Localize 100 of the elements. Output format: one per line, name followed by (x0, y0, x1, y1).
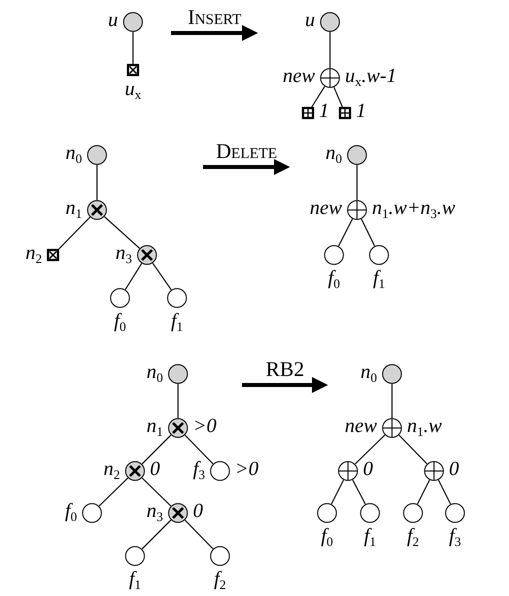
node-label: n$_{1}$ (146, 415, 163, 437)
node-label: new (310, 197, 342, 219)
connector-line (354, 434, 386, 464)
node-label: 0 (150, 458, 160, 480)
connector-line (391, 384, 393, 418)
node-label: f$_{3}$ (448, 525, 462, 547)
connector-line (352, 480, 366, 504)
node-label: n$_{0}$ (360, 361, 377, 383)
shaded-circle-node (320, 12, 340, 32)
shaded-circle-node (87, 145, 107, 165)
node-label: f$_{0}$ (114, 310, 126, 332)
operation-label: Insert (188, 5, 242, 29)
connector-line (398, 434, 428, 464)
connector-line (338, 218, 353, 246)
node-label: f$_{2}$ (214, 568, 226, 590)
plus-circle-node (382, 418, 402, 438)
operation-label: RB2 (266, 357, 304, 381)
crossed-square-node (47, 249, 59, 261)
connector-line (98, 478, 128, 506)
node-label: f$_{0}$ (328, 267, 340, 289)
connector-line (142, 520, 172, 550)
connector-line (329, 32, 331, 68)
crossed-circle-node (125, 461, 145, 481)
shaded-circle-node (382, 364, 402, 384)
shaded-circle-node (347, 145, 367, 165)
empty-circle-node (210, 461, 230, 481)
node-label: u (108, 9, 118, 31)
node-label: f$_{1}$ (170, 310, 184, 332)
node-label: n$_{3}$ (116, 242, 132, 264)
node-label: 1 (319, 100, 329, 122)
node-label: n$_{2}$ (26, 242, 42, 264)
connector-line (96, 165, 98, 200)
connector-line (152, 262, 172, 290)
node-label: f$_{1}$ (128, 568, 142, 590)
crossed-square-node (127, 64, 139, 76)
empty-circle-node (82, 503, 102, 523)
node-label: new (344, 415, 377, 437)
node-label: n$_{0}$ (146, 361, 163, 383)
connector-line (184, 434, 214, 464)
connector-line (132, 32, 134, 64)
node-label: n$_{2}$ (104, 458, 120, 480)
empty-circle-node (369, 245, 389, 265)
connector-line (142, 434, 172, 464)
connector-line (58, 216, 90, 250)
node-label: 0 (449, 458, 459, 480)
crossed-circle-node (168, 503, 188, 523)
node-label: f$_{1}$ (364, 525, 376, 547)
node-label: n$_{1}$.w (407, 415, 442, 437)
empty-circle-node (210, 546, 230, 566)
node-label: f$_{2}$ (406, 525, 420, 547)
node-label: new (282, 65, 315, 87)
connector-line (142, 478, 172, 506)
node-label: 1 (356, 100, 366, 122)
node-label: >0 (193, 415, 216, 437)
shaded-circle-node (168, 364, 188, 384)
empty-circle-node (324, 245, 344, 265)
connector-line (184, 520, 214, 550)
node-label: n$_{0}$ (326, 142, 342, 164)
node-label: 0 (193, 500, 203, 522)
connector-line (416, 480, 430, 504)
node-label: u (305, 9, 315, 31)
plus-square-node (339, 107, 351, 119)
connector-line (104, 216, 140, 249)
crossed-circle-node (87, 200, 107, 220)
node-label: n$_{1}$ (66, 197, 82, 219)
empty-circle-node (360, 503, 380, 523)
empty-circle-node (445, 503, 465, 523)
node-label: >0 (235, 458, 258, 480)
crossed-circle-node (137, 245, 157, 265)
node-label: f$_{0}$ (320, 525, 334, 547)
empty-circle-node (403, 503, 423, 523)
node-label: f$_{0}$ (64, 500, 77, 522)
connector-line (360, 218, 376, 246)
empty-circle-node (317, 503, 337, 523)
connector-line (438, 480, 452, 504)
node-label: u$_{x}$.w-1 (345, 65, 396, 87)
plus-circle-node (347, 200, 367, 220)
crossed-circle-node (168, 418, 188, 438)
node-label: f$_{3}$ (192, 458, 205, 480)
connector-line (330, 480, 344, 504)
node-label: n$_{3}$ (146, 500, 163, 522)
plus-circle-node (338, 461, 358, 481)
empty-circle-node (125, 546, 145, 566)
operation-label: Delete (216, 139, 277, 163)
connector-line (124, 263, 142, 290)
node-label: 0 (363, 458, 373, 480)
plus-circle-node (320, 68, 340, 88)
connector-line (311, 86, 326, 108)
connector-line (356, 165, 358, 200)
shaded-circle-node (123, 12, 143, 32)
node-label: n$_{1}$.w+n$_{3}$.w (372, 197, 456, 219)
plus-circle-node (424, 461, 444, 481)
connector-line (177, 384, 179, 418)
empty-circle-node (110, 288, 130, 308)
plus-square-node (302, 107, 314, 119)
node-label: f$_{1}$ (372, 267, 386, 289)
connector-line (333, 86, 343, 108)
node-label: u$_{x}$ (124, 78, 142, 100)
node-label: n$_{0}$ (66, 142, 82, 164)
empty-circle-node (167, 288, 187, 308)
